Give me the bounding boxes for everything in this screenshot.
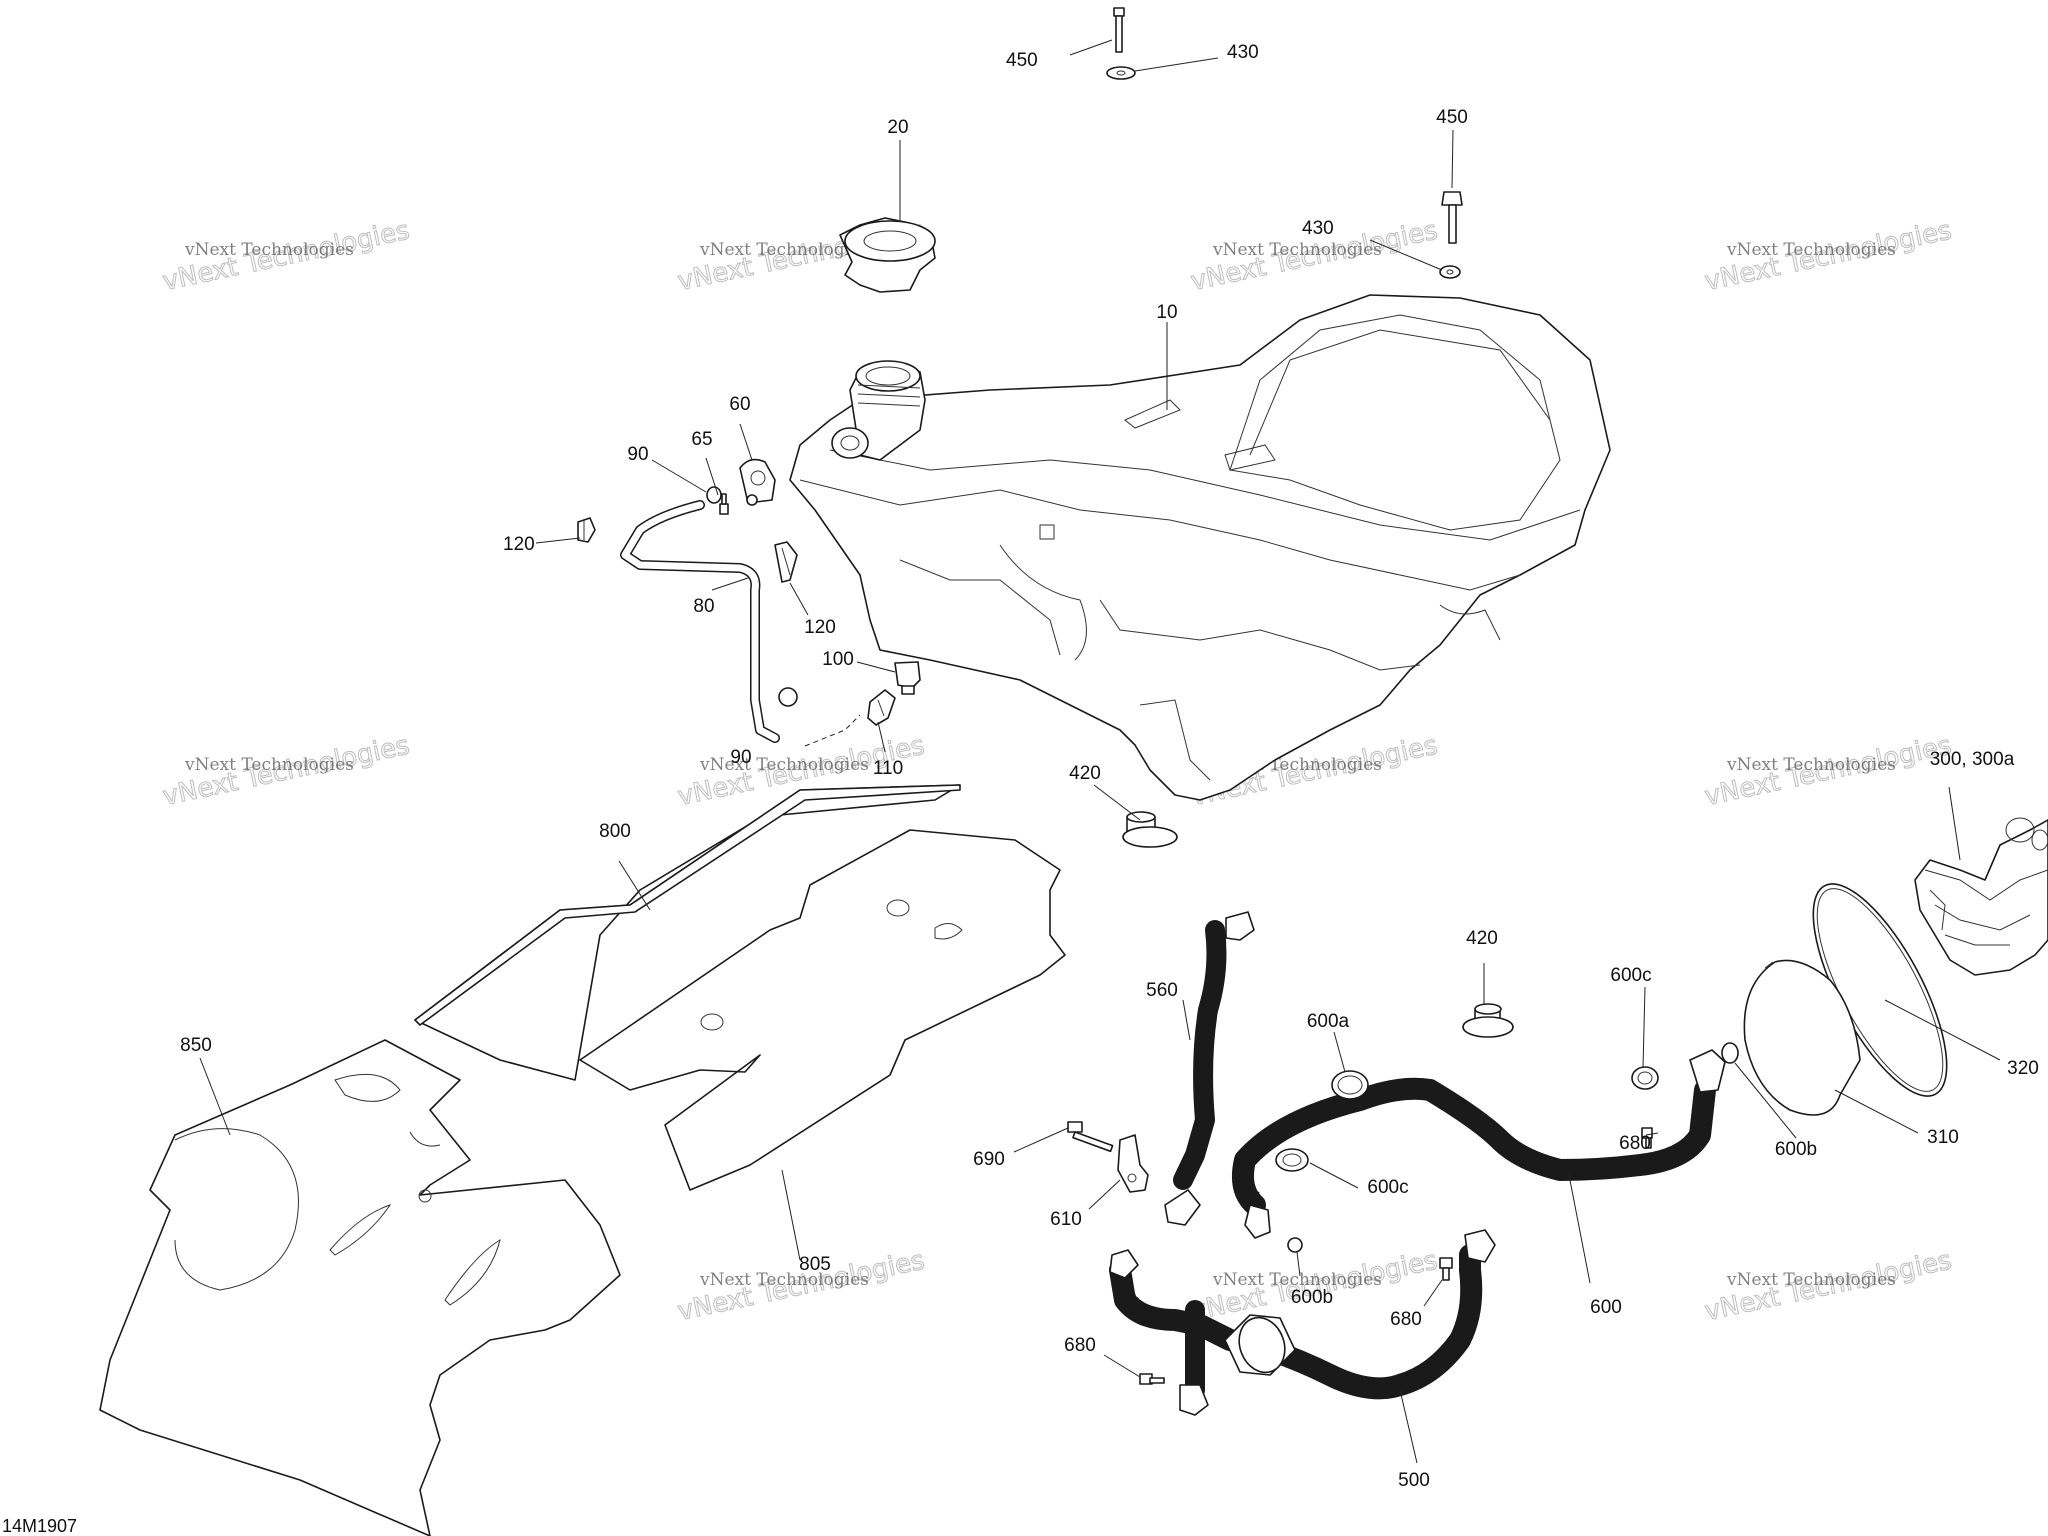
callout-600a: 600a [1307,1011,1350,1032]
part-20-fuel-cap [839,217,936,293]
watermark-front: vNext Technologies [1726,240,1896,260]
part-450-screw-right [1441,191,1463,244]
part-680-screw [1641,1127,1653,1149]
callout-10: 10 [1156,302,1177,323]
callout-320: 320 [2007,1058,2039,1079]
part-110-connector [867,689,896,726]
callout-560: 560 [1146,980,1178,1001]
watermark-front: vNext Technologies [184,755,354,775]
callout-80: 80 [693,596,714,617]
callout-120: 120 [804,617,836,638]
part-560-fuel-hose [1164,911,1255,1226]
callout-450: 450 [1436,107,1468,128]
callout-600b: 600b [1775,1139,1817,1160]
watermark: vNext Technologies vNext Technologies [1702,1245,1955,1328]
callout-450: 450 [1006,50,1038,71]
part-430-washer-top [1106,66,1136,80]
callout-600c: 600c [1610,965,1651,986]
watermark: vNext Technologies vNext Technologies [1702,215,1955,298]
callout-430: 430 [1302,218,1334,239]
callout-310: 310 [1927,1127,1959,1148]
part-690-screw [1067,1121,1114,1153]
part-60-vent-valve [739,458,776,506]
callout-90: 90 [627,444,648,465]
callout-600c: 600c [1367,1177,1408,1198]
part-800-floor-pad [414,784,961,1081]
part-850-heat-shield [99,1039,621,1536]
part-10-fuel-tank [789,294,1611,801]
callout-805: 805 [799,1254,831,1275]
watermark-front: vNext Technologies [699,240,869,260]
callout-680: 680 [1390,1309,1422,1330]
part-500-fuel-filter-assembly [1109,1229,1496,1416]
part-600c-clamp [1275,1148,1309,1172]
watermark-front: vNext Technologies [184,240,354,260]
callout-110: 110 [873,758,903,779]
part-610-bracket [1117,1134,1149,1193]
callout-850: 850 [180,1035,212,1056]
part-600-fuel-hose [1232,1049,1726,1239]
callout-420: 420 [1466,928,1498,949]
watermark-front: vNext Technologies [1726,1270,1896,1290]
callout-300-300a: 300, 300a [1930,749,2015,770]
callout-500: 500 [1398,1470,1430,1491]
watermark: vNext Technologies vNext Technologies [1702,730,1955,813]
watermark-front: vNext Technologies [1212,1270,1382,1290]
callout-120: 120 [503,534,535,555]
part-100-fitting [894,661,921,695]
leader-lines [199,39,2001,1464]
part-600c-clamp [1631,1066,1659,1090]
part-680-screw [1139,1373,1165,1385]
callout-430: 430 [1227,42,1259,63]
watermark-front: vNext Technologies [699,1270,869,1290]
diagram-code: 14M1907 [2,1516,77,1536]
callout-100: 100 [822,649,854,670]
part-680-screw [1439,1257,1453,1281]
callout-labels: 450 430 450 430 20 10 60 65 90 120 80 12… [180,42,2039,1491]
part-600b-o-ring [1721,1042,1739,1064]
callout-690: 690 [973,1149,1005,1170]
callout-610: 610 [1050,1209,1082,1230]
callout-90: 90 [730,747,751,768]
callout-600: 600 [1590,1297,1622,1318]
watermark-front: vNext Technologies [1212,240,1382,260]
part-600a-clamp [1331,1070,1369,1100]
watermark-front: vNext Technologies [699,755,869,775]
part-310-lock-ring [1743,959,1861,1116]
part-80-vent-hose [620,500,780,743]
callout-680: 680 [1619,1133,1651,1154]
callout-60: 60 [729,394,750,415]
part-450-screw-top [1113,7,1125,53]
dashed-link [804,714,861,747]
part-120-hose-clamp [774,541,798,583]
part-90-clamp [778,687,798,707]
callout-680: 680 [1064,1335,1096,1356]
part-90-clamp [706,486,722,504]
part-805-floor-pad [579,829,1066,1191]
watermark: vNext Technologies vNext Technologies [160,730,413,813]
part-420-grommet [1122,811,1178,848]
watermark: vNext Technologies vNext Technologies [160,215,413,298]
part-430-washer-right [1439,265,1461,279]
part-300-fuel-pump [1914,817,2048,976]
callout-20: 20 [887,117,908,138]
part-120-hose-clamp [577,517,596,543]
watermark-front: vNext Technologies [1726,755,1896,775]
callout-800: 800 [599,821,631,842]
part-600b-o-ring [1287,1237,1303,1253]
callout-600b: 600b [1291,1287,1333,1308]
part-420-grommet [1462,1003,1514,1038]
part-65-screw [719,493,729,515]
callout-420: 420 [1069,763,1101,784]
callout-65: 65 [691,429,712,450]
